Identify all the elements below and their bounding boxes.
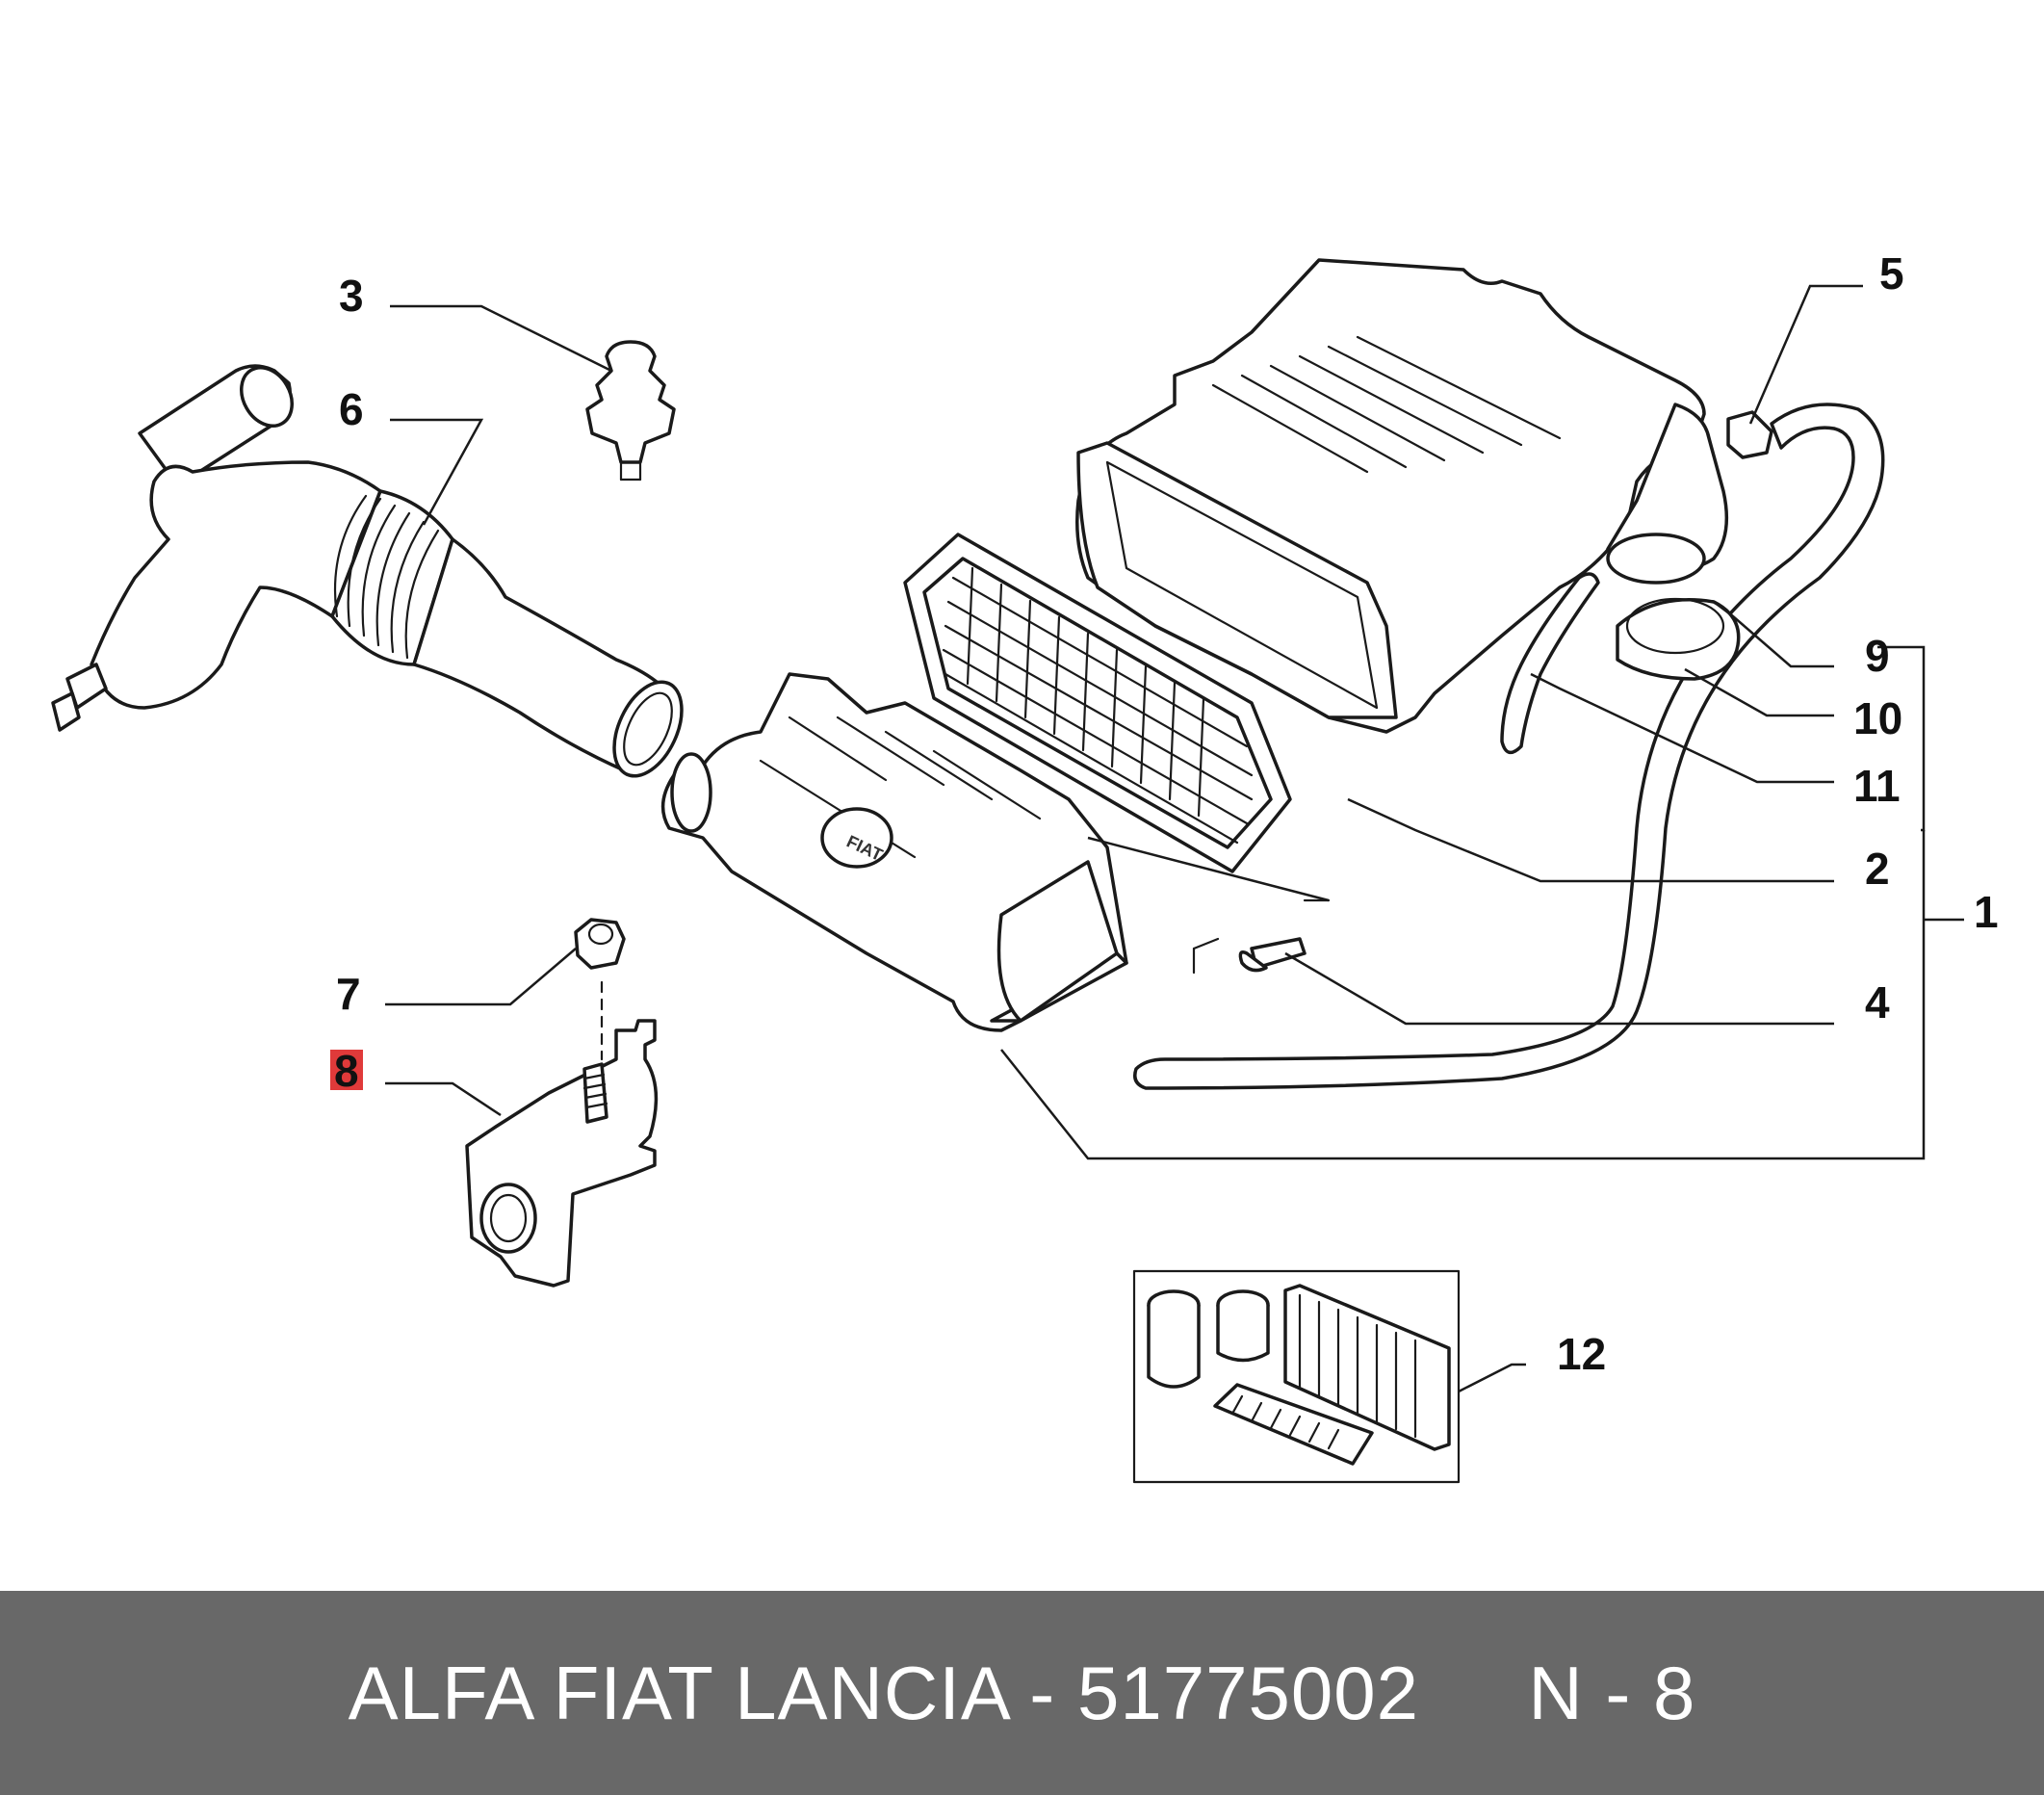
clip-part-5 bbox=[1726, 410, 1773, 459]
parts-diagram: FIAT bbox=[51, 248, 1999, 1484]
callout-labels: 3 6 5 9 10 11 2 1 4 7 8 12 bbox=[330, 248, 1999, 1379]
breather-hose-part-9 bbox=[1133, 403, 1885, 1090]
footer-brand: ALFA FIAT LANCIA bbox=[348, 1650, 1008, 1735]
callout-6: 6 bbox=[339, 384, 364, 434]
filter-element-part-2 bbox=[903, 533, 1292, 873]
footer-gap bbox=[1419, 1651, 1528, 1735]
callout-11: 11 bbox=[1853, 761, 1901, 811]
callout-8: 8 bbox=[334, 1046, 359, 1096]
callout-9: 9 bbox=[1865, 631, 1890, 681]
bracket-part-8 bbox=[465, 1019, 659, 1288]
callout-3: 3 bbox=[339, 271, 364, 321]
callout-2: 2 bbox=[1865, 844, 1890, 894]
footer-position: N - 8 bbox=[1528, 1650, 1696, 1735]
callout-4: 4 bbox=[1865, 977, 1890, 1028]
intake-duct-part-6 bbox=[51, 364, 684, 778]
seal-ring-part-10 bbox=[1616, 597, 1741, 681]
airbox-housing-part-1: FIAT bbox=[660, 672, 1128, 1032]
callout-8-highlight bbox=[330, 1050, 363, 1090]
bolt-part-4 bbox=[1192, 898, 1331, 975]
callout-7: 7 bbox=[336, 969, 361, 1019]
callout-1: 1 bbox=[1974, 887, 1999, 937]
footer-bar: ALFA FIAT LANCIA - 51775002 N - 8 bbox=[0, 1591, 2044, 1795]
nut-part-7 bbox=[574, 918, 626, 1061]
grommet-part-3 bbox=[585, 340, 676, 481]
footer-separator: - bbox=[1007, 1650, 1077, 1735]
callout-10: 10 bbox=[1853, 693, 1902, 743]
airbox-cover-part-1 bbox=[1075, 258, 1729, 734]
footer-caption: ALFA FIAT LANCIA - 51775002 N - 8 bbox=[349, 1650, 1696, 1737]
callout-5: 5 bbox=[1879, 248, 1904, 299]
service-kit-part-12 bbox=[1132, 1269, 1461, 1484]
short-hose-part-11 bbox=[1500, 572, 1600, 755]
leader-lines bbox=[385, 284, 1964, 1393]
footer-part-number: 51775002 bbox=[1076, 1650, 1420, 1735]
callout-12: 12 bbox=[1557, 1329, 1606, 1379]
